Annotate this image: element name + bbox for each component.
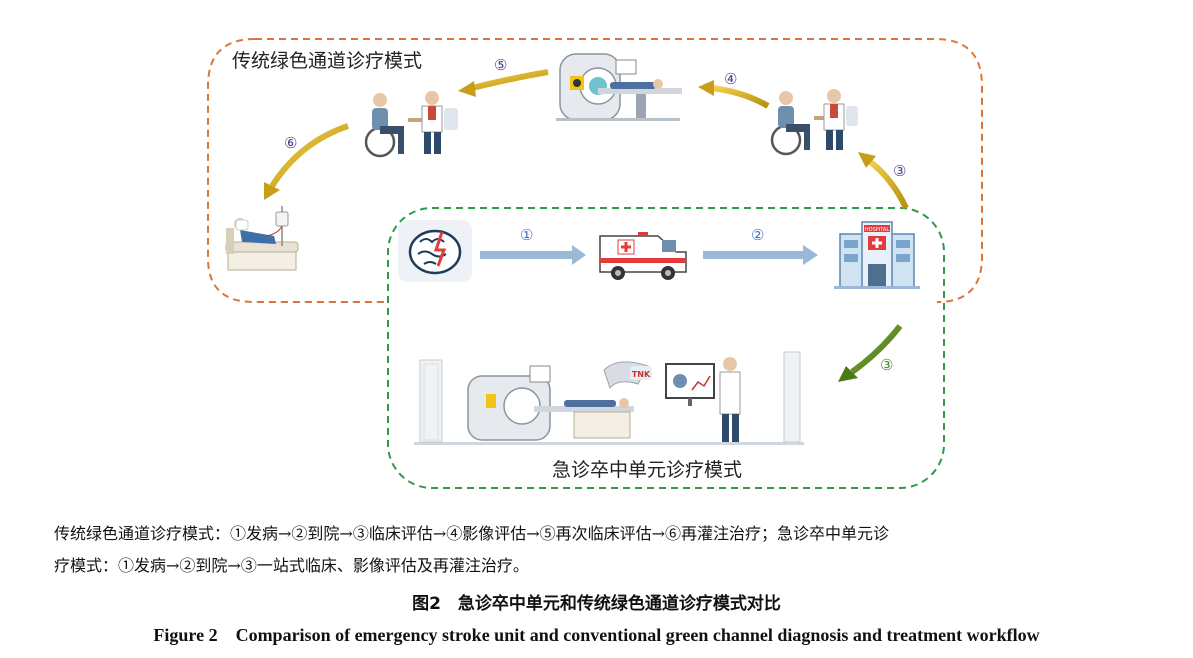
step4-conv-label: ④ bbox=[724, 70, 738, 88]
step5-conv-label: ⑤ bbox=[494, 56, 508, 74]
arrow-step5-conv bbox=[458, 69, 549, 97]
caption-line-2: 疗模式：①发病→②到院→③一站式临床、影像评估及再灌注治疗。 bbox=[54, 556, 529, 575]
arrow-step1-unit bbox=[480, 245, 586, 265]
arrow-step4-conv bbox=[698, 80, 770, 109]
conventional-region-border-left bbox=[207, 38, 388, 303]
ambulance-icon bbox=[599, 232, 687, 280]
arrow-step2-unit bbox=[703, 245, 818, 265]
stroke-unit-region-border bbox=[387, 207, 945, 489]
hospital-sign: HOSPITAL bbox=[865, 227, 889, 233]
conventional-region-border bbox=[255, 38, 983, 303]
figure-title-zh: 图2 急诊卒中单元和传统绿色通道诊疗模式对比 bbox=[412, 594, 781, 614]
stroke-unit-region-title: 急诊卒中单元诊疗模式 bbox=[552, 459, 743, 481]
step3-conv-label: ③ bbox=[893, 162, 907, 180]
doctor-patient-wheelchair-icon-2 bbox=[770, 89, 858, 156]
arrow-step6-conv bbox=[264, 123, 349, 200]
conventional-region-title: 传统绿色通道诊疗模式 bbox=[232, 50, 423, 72]
step3-unit-label: ③ bbox=[880, 356, 894, 374]
arrow-step3-conv bbox=[858, 152, 909, 210]
workflow-diagram: HOSPITAL bbox=[207, 38, 983, 489]
step1-unit-label: ① bbox=[520, 226, 534, 244]
brain-lightning-icon bbox=[398, 220, 472, 282]
figure-title-en: Figure 2 Comparison of emergency stroke … bbox=[153, 625, 1040, 645]
doctor-patient-wheelchair-icon bbox=[364, 91, 458, 158]
ct-scanner-icon bbox=[556, 53, 682, 121]
infusion-bed-icon bbox=[225, 206, 299, 271]
hospital-icon: HOSPITAL bbox=[834, 221, 920, 289]
arrow-step3-unit bbox=[838, 324, 903, 382]
stroke-unit-room-icon: TNK bbox=[414, 351, 804, 445]
step2-unit-label: ② bbox=[751, 226, 765, 244]
tnk-label: TNK bbox=[632, 370, 651, 379]
step6-conv-label: ⑥ bbox=[284, 134, 298, 152]
caption-line-1: 传统绿色通道诊疗模式：①发病→②到院→③临床评估→④影像评估→⑤再次临床评估→⑥… bbox=[54, 524, 890, 543]
